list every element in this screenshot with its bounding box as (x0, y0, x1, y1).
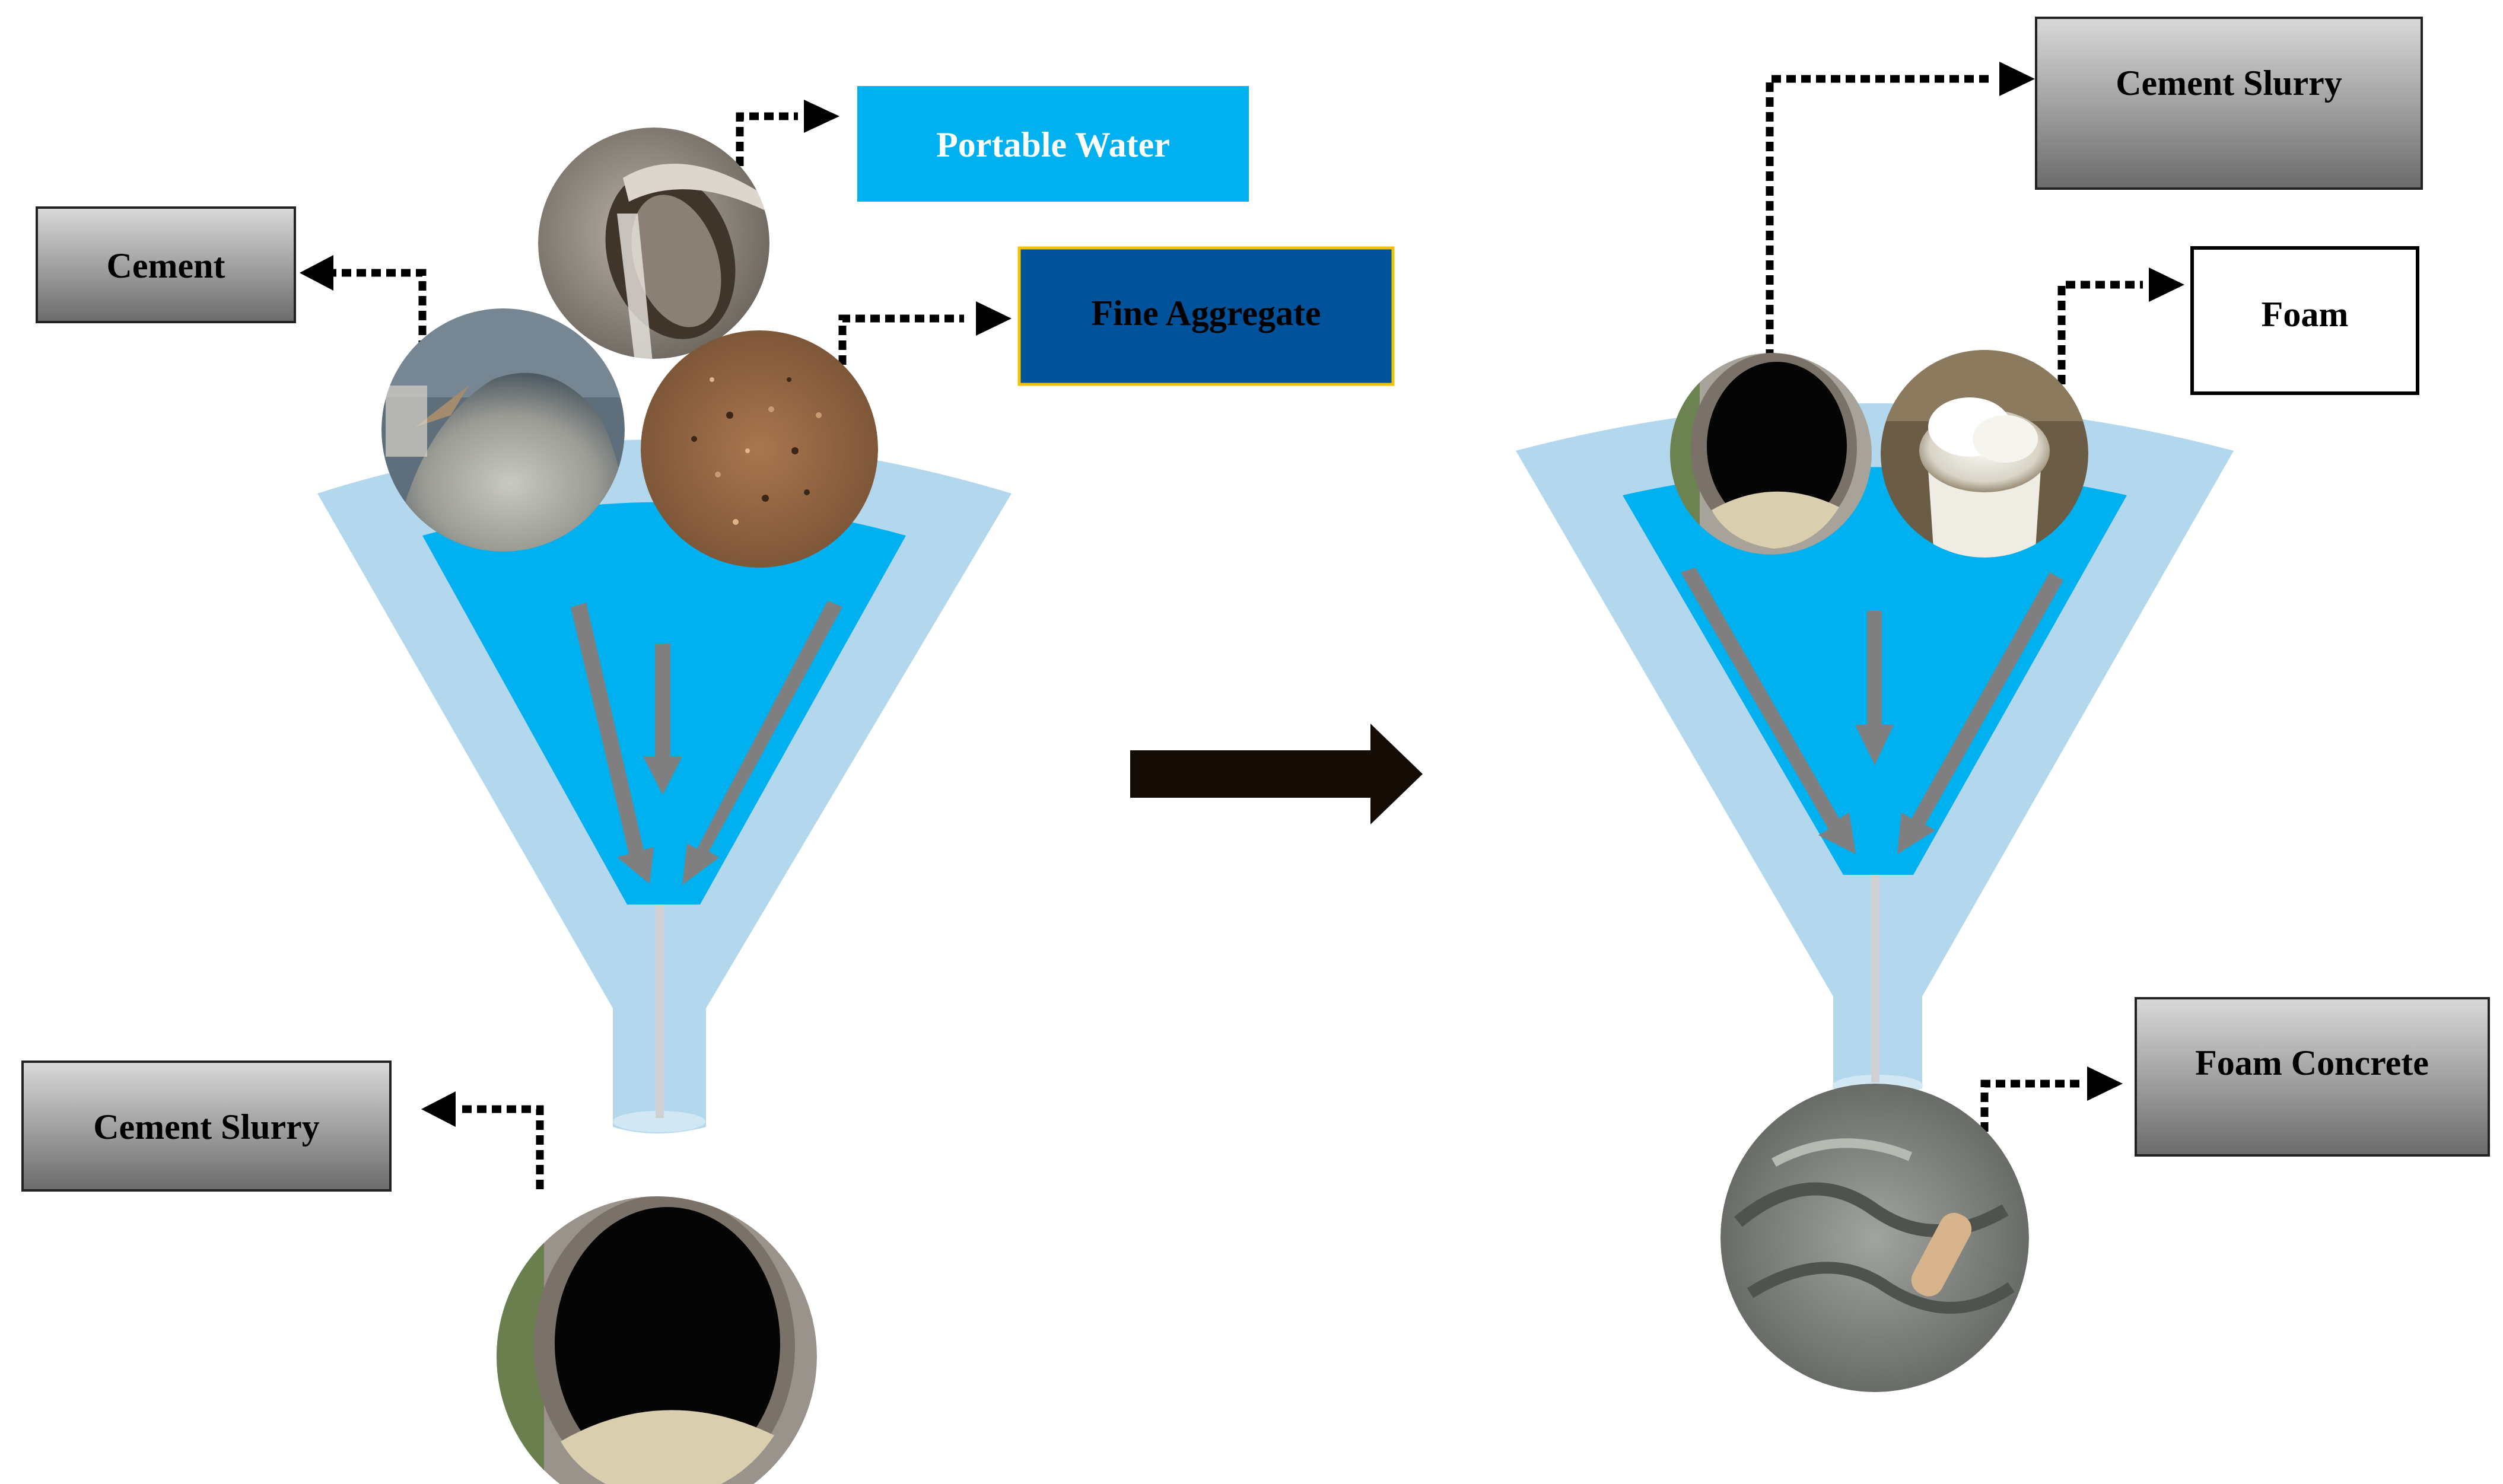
cement-pile-icon (381, 308, 625, 552)
connector-slurry-left (460, 1105, 544, 1189)
right-flow-arrow-right (1897, 572, 2063, 854)
arrowhead-slurry-right (1999, 62, 2035, 96)
label-fine-aggregate: Fine Aggregate (1091, 294, 1321, 333)
connector-foam-concrete (1980, 1079, 2079, 1161)
label-foam-concrete-box: Foam Concrete (2135, 997, 2490, 1157)
connectors (332, 75, 2143, 1189)
label-foam: Foam (2262, 295, 2349, 334)
right-flow-arrow-center (1855, 611, 1894, 765)
foam-concrete-icon (1720, 1084, 2029, 1392)
label-foam-box: Foam (2190, 246, 2419, 395)
connector-water (736, 112, 798, 166)
sand-aggregate-icon (641, 330, 878, 568)
label-fine-aggregate-box: Fine Aggregate (1017, 246, 1395, 386)
arrowhead-foam-concrete (2087, 1066, 2123, 1101)
arrowhead-aggregate (976, 301, 1012, 336)
mixer-drum-water-icon (538, 128, 769, 359)
label-foam-concrete: Foam Concrete (2195, 1043, 2429, 1082)
left-flow-arrow-right (682, 601, 842, 885)
label-cement-box: Cement (36, 206, 296, 323)
left-flow-arrow-center (643, 644, 682, 795)
label-portable-water: Portable Water (936, 125, 1170, 164)
label-cement-slurry-right: Cement Slurry (2116, 63, 2342, 103)
connector-cement (332, 269, 427, 350)
arrowhead-slurry-left (421, 1091, 456, 1127)
connector-aggregate (838, 314, 964, 365)
foam-bucket-icon (1881, 350, 2088, 558)
connector-foam (2057, 281, 2143, 384)
arrowhead-water (804, 100, 839, 133)
connector-arrowheads (300, 62, 2184, 1127)
label-cement-slurry-left: Cement Slurry (93, 1107, 320, 1147)
connector-slurry-right (1766, 75, 1993, 359)
label-cement-slurry-left-box: Cement Slurry (21, 1061, 392, 1192)
label-cement-slurry-right-box: Cement Slurry (2035, 17, 2423, 190)
mixer-drum-slurry-small-icon (1670, 353, 1872, 555)
right-flow-arrows (1681, 568, 2063, 854)
left-flow-arrows (571, 601, 842, 885)
mixer-drum-slurry-icon (497, 1196, 817, 1484)
label-portable-water-box: Portable Water (857, 86, 1249, 202)
arrowhead-cement (300, 255, 333, 291)
process-direction-arrow (1130, 724, 1423, 824)
left-flow-arrow-left (571, 603, 654, 884)
arrowhead-foam (2149, 267, 2184, 302)
right-flow-arrow-left (1681, 568, 1856, 854)
label-cement: Cement (107, 246, 225, 285)
